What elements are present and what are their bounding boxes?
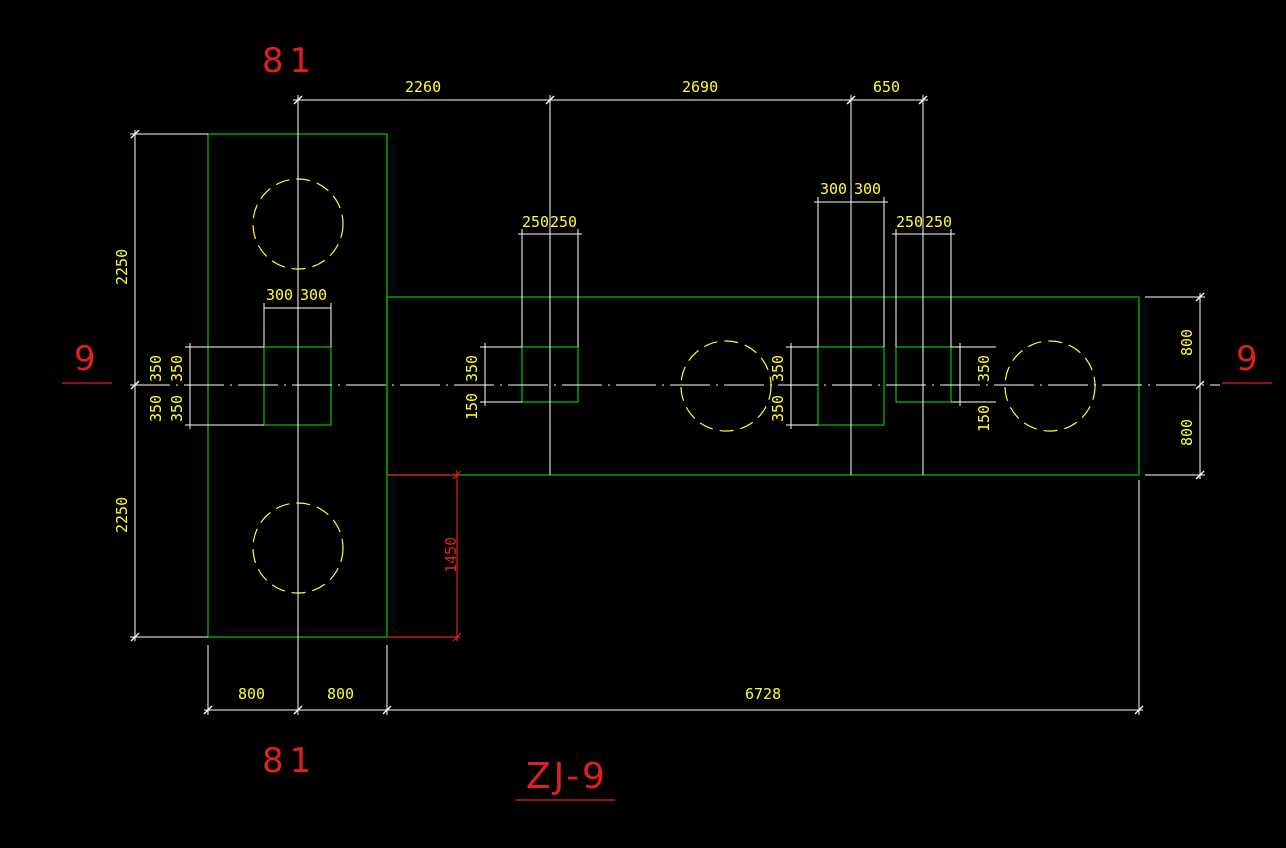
drawing-title: ZJ-9 xyxy=(526,756,608,797)
dimension-label: 350 xyxy=(147,355,165,382)
dimension-label: 800 xyxy=(238,685,265,703)
pile-circle-right xyxy=(1004,340,1096,432)
dimension-label: 150 xyxy=(975,405,993,432)
dimension-label: 300 xyxy=(266,286,293,304)
dimension-label: 2250 xyxy=(113,497,131,533)
dimension-label: 250 xyxy=(550,213,577,231)
beam-outline xyxy=(386,296,1140,476)
dimension-label: 800 xyxy=(327,685,354,703)
dimension-label: 250 xyxy=(925,213,952,231)
dimension-label: 350 xyxy=(147,395,165,422)
dimension-label: 250 xyxy=(522,213,549,231)
dimension-label: 2690 xyxy=(682,78,718,96)
dimension-label: 150 xyxy=(463,393,481,420)
dimension-label: 350 xyxy=(975,355,993,382)
dimension-label: 300 xyxy=(300,286,327,304)
axis-label-right: 9 xyxy=(1236,339,1258,379)
axis-labels: 81 81 9 9 xyxy=(74,41,1258,781)
pile-circle-mid xyxy=(680,340,772,432)
dimension-label: 350 xyxy=(769,355,787,382)
axis-label-left: 9 xyxy=(74,339,96,379)
dimension-label: 250 xyxy=(896,213,923,231)
dimension-label: 6728 xyxy=(745,685,781,703)
dimension-label: 800 xyxy=(1178,419,1196,446)
dimension-label: 650 xyxy=(873,78,900,96)
dimension-label: 350 xyxy=(769,395,787,422)
dimension-text: 2260 2690 650 300 300 250 250 300 300 25… xyxy=(113,78,1196,703)
dimension-label: 2260 xyxy=(405,78,441,96)
step-dimension xyxy=(387,470,462,642)
axis-label-top: 81 xyxy=(262,41,317,81)
dimension-label: 350 xyxy=(463,355,481,382)
dimension-ticks xyxy=(130,95,1205,715)
dimension-label: 300 xyxy=(820,180,847,198)
axis-label-bottom: 81 xyxy=(262,741,317,781)
dimension-label: 350 xyxy=(168,355,186,382)
dimension-label: 2250 xyxy=(113,249,131,285)
step-dimension-text: 1450 xyxy=(442,537,460,573)
axis-label-underlines xyxy=(62,382,1272,801)
dimension-label: 300 xyxy=(854,180,881,198)
dimension-label: 350 xyxy=(168,395,186,422)
dimension-label: 800 xyxy=(1178,329,1196,356)
